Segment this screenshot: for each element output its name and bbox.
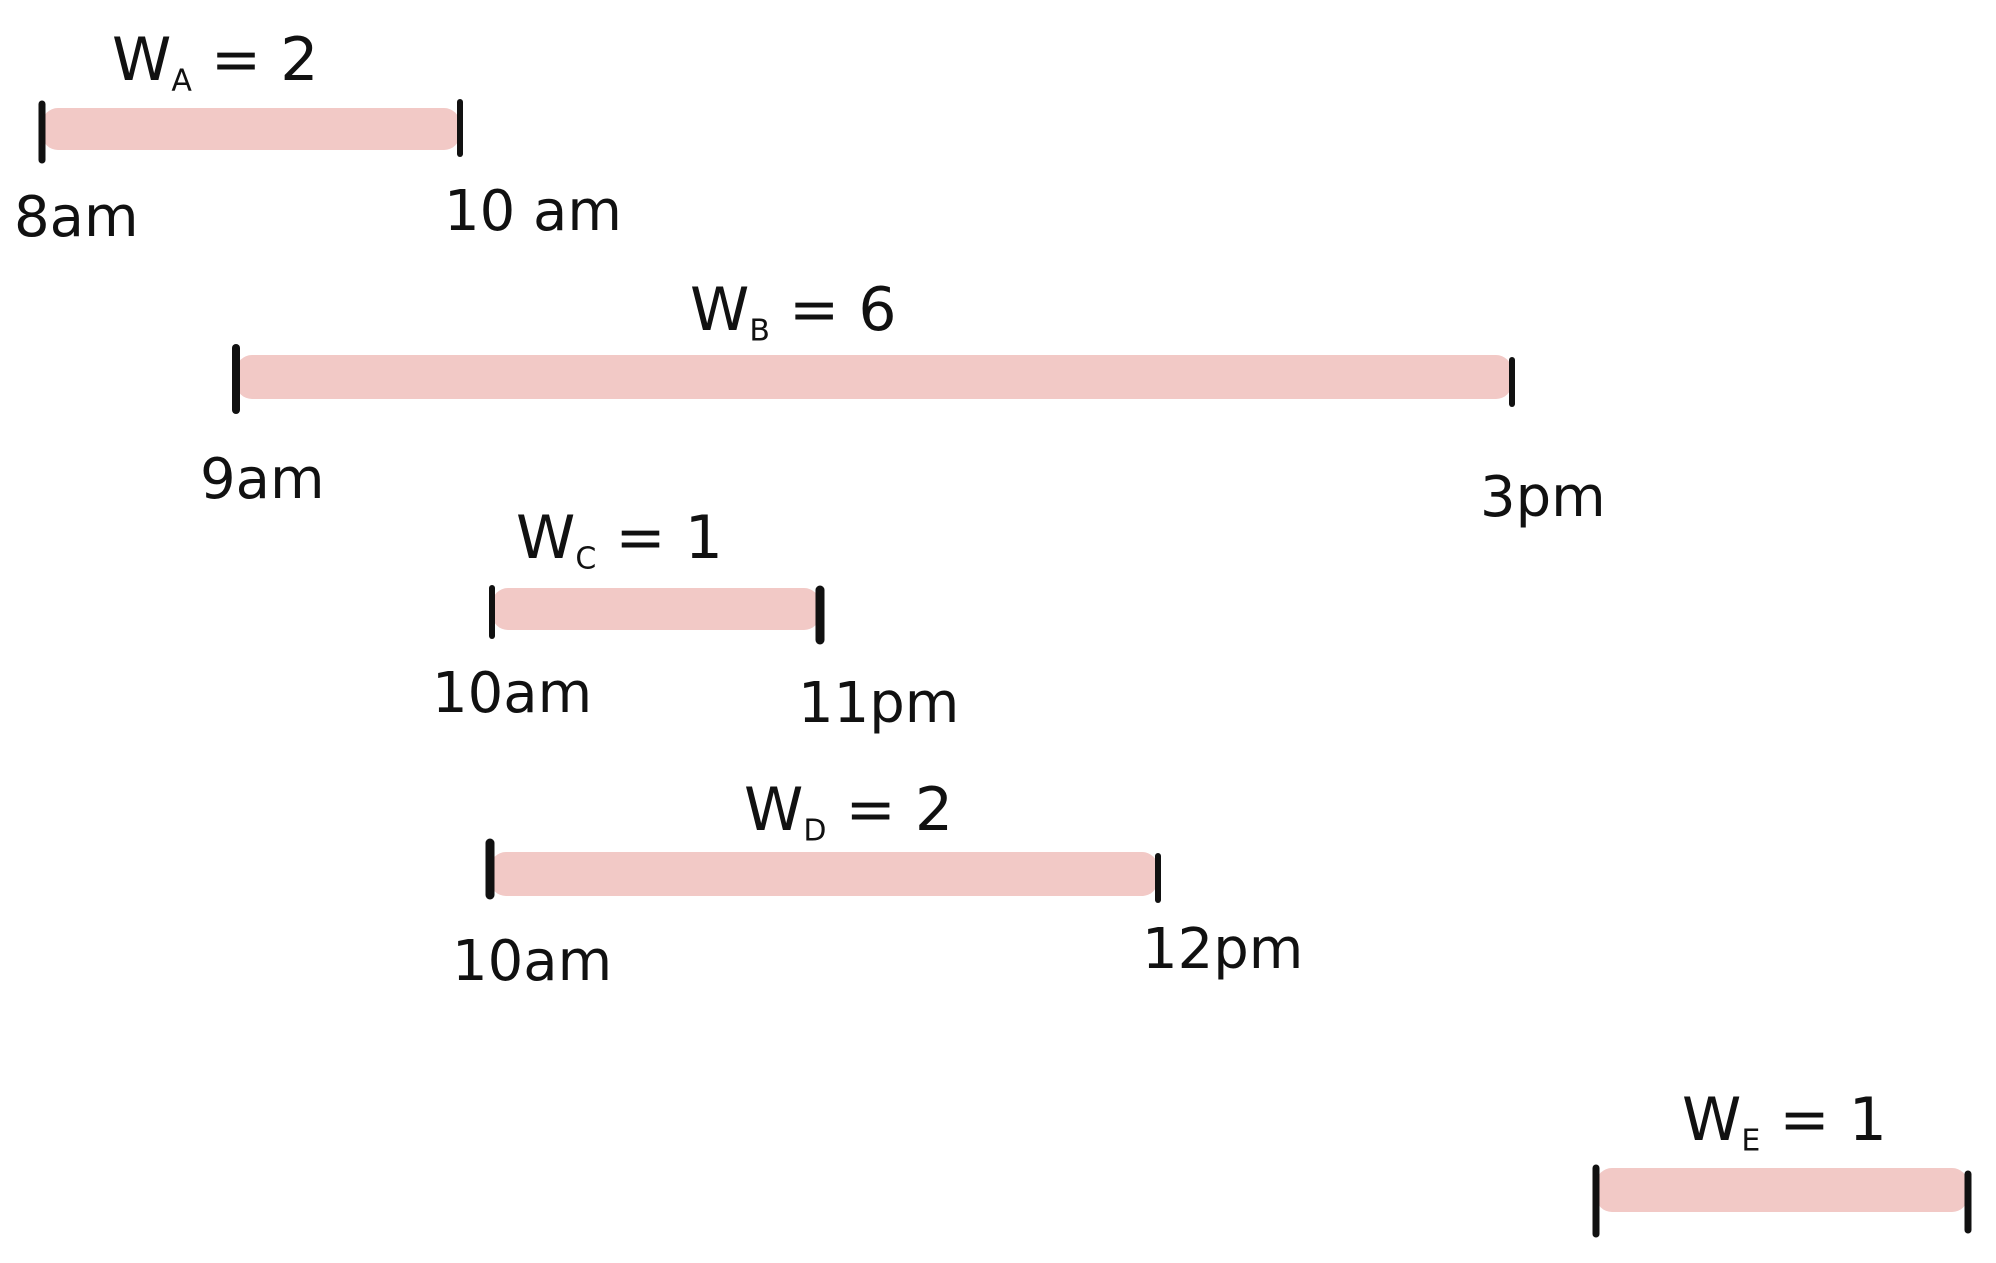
- interval-bar-a: [42, 108, 460, 150]
- interval-bar-c: [492, 588, 820, 630]
- start-time-b: 9am: [200, 447, 325, 512]
- weight-label-d: WD = 2: [744, 780, 953, 847]
- interval-bar-e: [1596, 1168, 1968, 1212]
- weight-letter: W: [744, 775, 804, 845]
- weight-subscript: B: [749, 313, 770, 349]
- end-time-a: 10 am: [444, 179, 622, 244]
- end-time-b: 3pm: [1480, 465, 1606, 530]
- start-time-a: 8am: [14, 185, 139, 250]
- weight-label-c: WC = 1: [516, 508, 723, 575]
- interval-bar-b: [236, 355, 1512, 399]
- weight-label-b: WB = 6: [690, 280, 897, 347]
- interval-bar-d: [490, 852, 1158, 896]
- end-time-d: 12pm: [1142, 917, 1304, 982]
- weight-value: = 1: [1760, 1085, 1887, 1155]
- weight-letter: W: [112, 25, 172, 95]
- weight-letter: W: [516, 503, 576, 573]
- weight-subscript: E: [1741, 1123, 1761, 1159]
- weight-letter: W: [1682, 1085, 1742, 1155]
- weight-value: = 1: [596, 503, 723, 573]
- weight-letter: W: [690, 275, 750, 345]
- start-time-c: 10am: [432, 661, 593, 726]
- weight-label-e: WE = 1: [1682, 1090, 1887, 1157]
- weight-subscript: D: [803, 813, 827, 849]
- weight-value: = 2: [191, 25, 319, 95]
- weight-label-a: WA = 2: [112, 30, 318, 97]
- weight-value: = 6: [769, 275, 897, 345]
- weight-subscript: C: [575, 541, 597, 577]
- weight-value: = 2: [826, 775, 954, 845]
- weight-subscript: A: [171, 63, 192, 99]
- end-time-c: 11pm: [798, 671, 960, 736]
- start-time-d: 10am: [452, 929, 613, 994]
